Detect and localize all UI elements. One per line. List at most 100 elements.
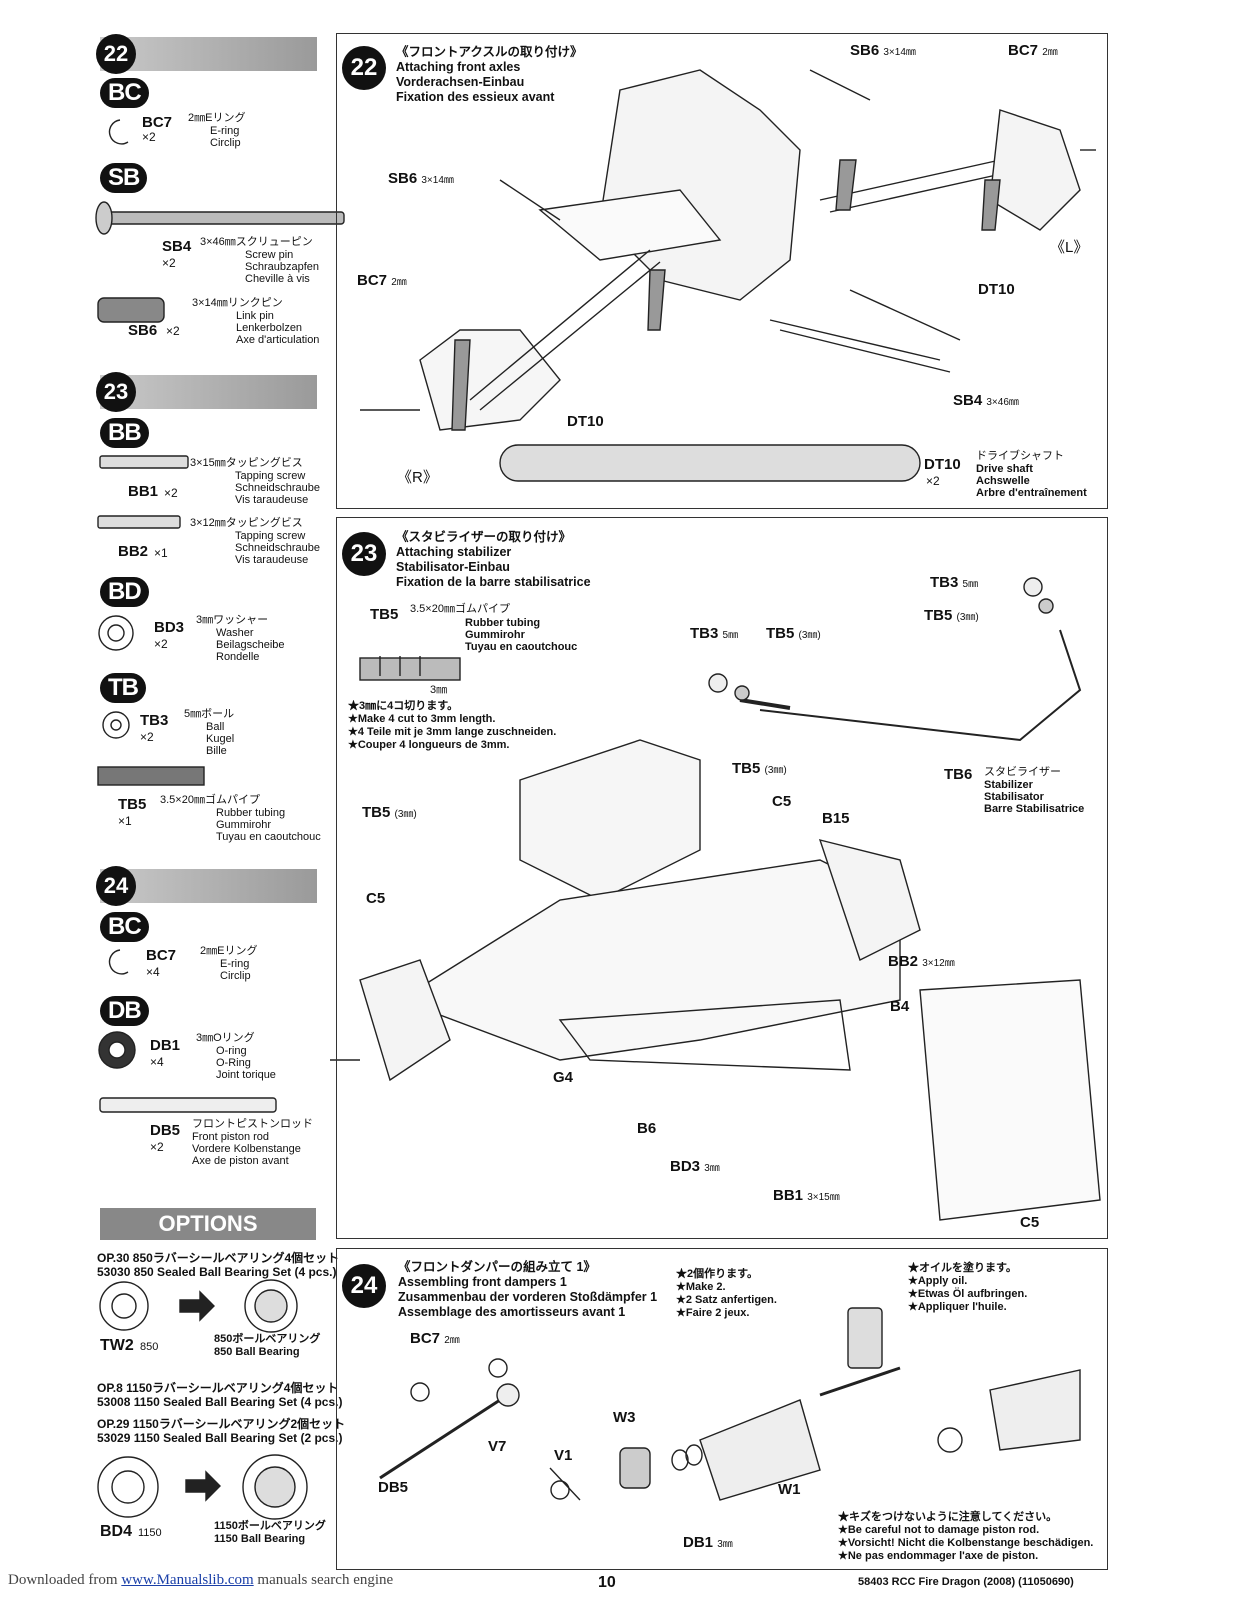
manualslib-link[interactable]: www.Manualslib.com <box>121 1572 254 1588</box>
sb6-name-fr: Axe d'articulation <box>236 334 320 346</box>
label-tb3-m: TB3 5㎜ <box>690 625 739 642</box>
label-bd3: BD3 3㎜ <box>670 1158 720 1175</box>
bag-db: DB <box>100 996 149 1026</box>
label-w1: W1 <box>778 1481 801 1498</box>
make2-en: ★Make 2. <box>676 1281 726 1293</box>
db5-jp: フロントピストンロッド <box>192 1118 313 1130</box>
bag-tb: TB <box>100 673 146 703</box>
sb6-name-de: Lenkerbolzen <box>236 322 303 334</box>
panel-step22 <box>336 33 1108 509</box>
oil-en: ★Apply oil. <box>908 1275 968 1287</box>
sb6-name-en: Link pin <box>236 310 274 322</box>
bb2-name-en: Tapping screw <box>235 530 306 542</box>
panel22-title-fr: Fixation des essieux avant <box>396 90 555 104</box>
oil-jp: ★オイルを塗ります。 <box>908 1262 1017 1274</box>
label-b15: B15 <box>822 810 850 827</box>
db5-name-en: Front piston rod <box>192 1131 270 1143</box>
bd4-size: 1150 <box>138 1527 162 1539</box>
sb4-name-de: Schraubzapfen <box>245 261 319 273</box>
tb5-name-en: Rubber tubing <box>216 807 286 819</box>
tb6-name-en: Stabilizer <box>984 779 1033 791</box>
bd3-code: BD3 <box>154 619 185 636</box>
bb1-name-en: Tapping screw <box>235 470 306 482</box>
bd3-name-en: Washer <box>216 627 254 639</box>
panel-step23 <box>336 517 1108 1239</box>
label-tb5-tr: TB5 (3㎜) <box>924 607 979 624</box>
bc7-qty: ×2 <box>142 130 156 144</box>
label-dt10-qty: ×2 <box>926 474 940 488</box>
bd3-qty: ×2 <box>154 637 168 651</box>
bearing850-en: 850 Ball Bearing <box>214 1346 300 1358</box>
careful-fr: ★Ne pas endommager l'axe de piston. <box>838 1550 1039 1562</box>
tb5-qty: ×1 <box>118 814 132 828</box>
db1-name-de: O-Ring <box>216 1057 251 1069</box>
panel22-title-de: Vorderachsen-Einbau <box>396 75 525 89</box>
label-db5: DB5 <box>378 1479 409 1496</box>
tb5-name-fr: Tuyau en caoutchouc <box>216 831 321 843</box>
panel23-number: 23 <box>342 532 386 576</box>
op8-en: 53008 1150 Sealed Ball Bearing Set (4 pc… <box>97 1395 343 1409</box>
options-heading: OPTIONS <box>100 1208 316 1240</box>
tb6-name-fr: Barre Stabilisatrice <box>984 803 1085 815</box>
cut-note-de: ★4 Teile mit je 3mm lange zuschneiden. <box>348 726 557 738</box>
sb4-code: SB4 <box>162 238 192 255</box>
bd3-washer-icon <box>98 615 134 651</box>
damper-diagram <box>379 1307 1081 1501</box>
label-bc7-24: BC7 2㎜ <box>410 1330 460 1347</box>
oil-de: ★Etwas Öl aufbringen. <box>908 1288 1028 1300</box>
panel24-title-en: Assembling front dampers 1 <box>398 1275 567 1289</box>
panel23-title-en: Attaching stabilizer <box>396 545 512 559</box>
db1-name-fr: Joint torique <box>216 1069 276 1081</box>
tb6-jp: スタビライザー <box>984 766 1061 778</box>
bb2-qty: ×1 <box>154 546 168 560</box>
step24-number: 24 <box>96 866 136 906</box>
bc7-4-name-fr: Circlip <box>220 970 251 982</box>
cut-length: 3㎜ <box>430 684 448 696</box>
bd4-icon <box>97 1456 159 1518</box>
make2-fr: ★Faire 2 jeux. <box>676 1307 750 1319</box>
panel23-title-de: Stabilisator-Einbau <box>396 560 510 574</box>
bb1-code: BB1 <box>128 483 159 500</box>
cut-note-en: ★Make 4 cut to 3mm length. <box>348 713 496 725</box>
db5-qty: ×2 <box>150 1140 164 1154</box>
step23-number: 23 <box>96 372 136 412</box>
bd4-code: BD4 <box>100 1523 133 1540</box>
bag-bc-2: BC <box>100 912 149 942</box>
bag-bd: BD <box>100 577 149 607</box>
careful-de: ★Vorsicht! Nicht die Kolbenstange beschä… <box>838 1537 1094 1549</box>
db5-code: DB5 <box>150 1122 181 1139</box>
tb5-code: TB5 <box>118 796 147 813</box>
label-db1: DB1 3㎜ <box>683 1534 733 1551</box>
step23-bar <box>100 375 317 409</box>
label-c5-b: C5 <box>366 890 386 907</box>
tw2-icon <box>99 1281 149 1331</box>
bb1-qty: ×2 <box>164 486 178 500</box>
panel23-title-jp: 《スタビライザーの取り付け》 <box>396 530 572 544</box>
sb4-name-fr: Cheville à vis <box>245 273 310 285</box>
label-tb5-m: TB5 (3㎜) <box>766 625 821 642</box>
label-tb5-l: TB5 (3㎜) <box>362 804 417 821</box>
bb1-screw-icon <box>99 455 189 469</box>
cut-note-jp: ★3㎜に4コ切ります。 <box>348 700 459 712</box>
panel23-title-fr: Fixation de la barre stabilisatrice <box>396 575 591 589</box>
label-tb5-c: TB5 (3㎜) <box>732 760 787 777</box>
bc7-4-icon <box>108 949 129 975</box>
sb4-jp: 3×46㎜スクリューピン <box>200 236 313 248</box>
tb3-code: TB3 <box>140 712 169 729</box>
label-b4: B4 <box>890 998 910 1015</box>
label-bc7-left: BC7 2㎜ <box>357 272 407 289</box>
tb3-ball-icon <box>102 711 130 739</box>
sb6-qty: ×2 <box>166 324 180 338</box>
sb6-code: SB6 <box>128 322 158 339</box>
oil-fr: ★Appliquer l'huile. <box>908 1301 1007 1313</box>
panel22-number: 22 <box>342 46 386 90</box>
bd3-jp: 3㎜ワッシャー <box>196 614 269 626</box>
bag-sb: SB <box>100 163 148 193</box>
label-w3: W3 <box>613 1409 636 1426</box>
make2-de: ★2 Satz anfertigen. <box>676 1294 777 1306</box>
tb6-name-de: Stabilisator <box>984 791 1044 803</box>
tb5-tubing-icon <box>97 766 205 786</box>
panel22-title-en: Attaching front axles <box>396 60 521 74</box>
dt10-name-de: Achswelle <box>976 475 1030 487</box>
